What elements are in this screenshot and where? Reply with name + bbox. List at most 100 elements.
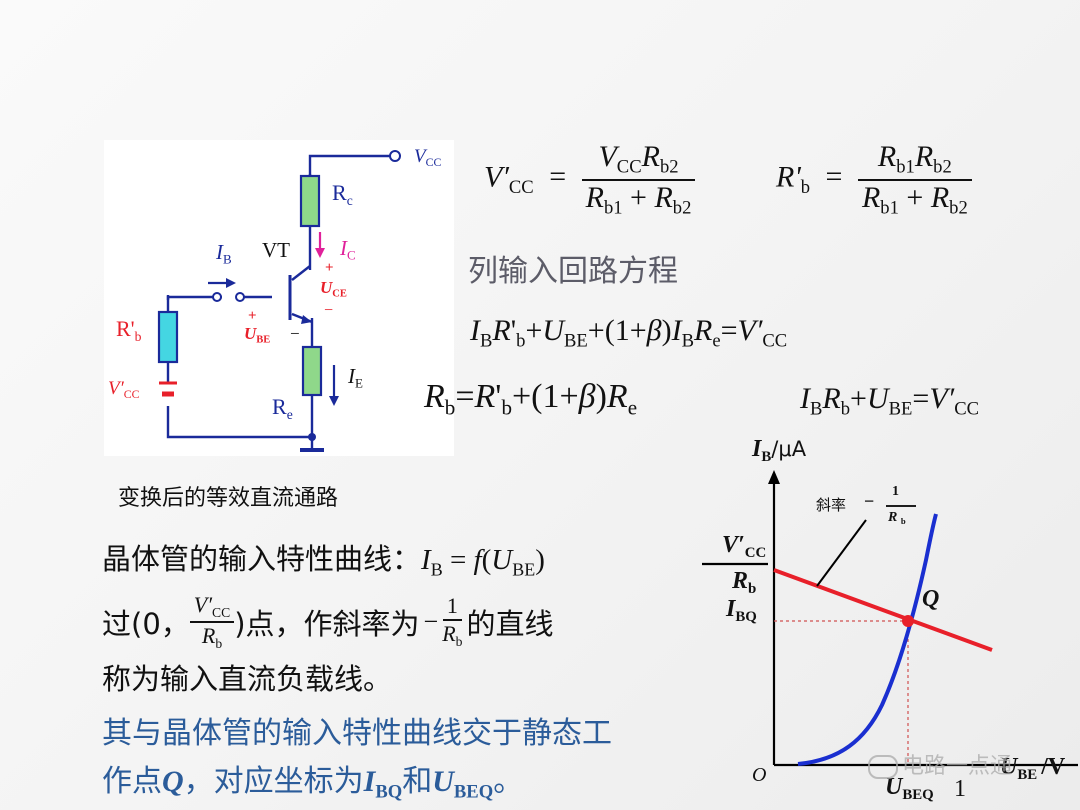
equation-token: β — [646, 314, 662, 347]
equation-token: R — [424, 378, 445, 415]
ube-label: UBE — [244, 324, 271, 346]
equation-token: B — [681, 330, 694, 352]
equation-rb: Rb=R'b+(1+β)Re — [424, 378, 637, 420]
ubeq-label: UBEQ — [885, 774, 934, 804]
equation-token: I — [470, 314, 480, 347]
text-line-4: 其与晶体管的输入特性曲线交于静态工 — [102, 716, 612, 751]
equation-token: U — [491, 544, 513, 576]
equation-token: R — [492, 314, 511, 347]
vcc-source-label: V′CC — [108, 378, 140, 402]
equation-token: +(1+ — [587, 314, 647, 347]
equation-token: = — [455, 378, 475, 415]
ie-label: IE — [348, 364, 363, 391]
equation-token: U — [542, 314, 565, 347]
ground-node — [308, 433, 316, 441]
q-point — [902, 615, 914, 627]
ic-label: IC — [340, 236, 356, 263]
ie-arrow-icon — [329, 365, 339, 406]
uce-plus: + — [325, 260, 334, 276]
equation-token: ) — [595, 378, 607, 415]
equation-token: ( — [481, 544, 492, 576]
equation-token: b — [444, 395, 456, 420]
vt-label: VT — [262, 238, 290, 262]
equation-token: BE — [512, 559, 536, 580]
text-line-3: 称为输入直流负载线。 — [102, 662, 393, 696]
equation-token: BE — [564, 330, 588, 352]
slope-numerator: 1 — [892, 484, 899, 499]
equation-token: ) — [661, 314, 672, 347]
rb-resistor — [157, 310, 179, 364]
slope-pointer-line — [816, 519, 867, 587]
equation-token: R — [606, 378, 628, 415]
vcc-terminal — [389, 150, 401, 162]
equation-token: B — [430, 559, 443, 580]
equation-token: R — [474, 378, 496, 415]
equation-token: CC — [762, 330, 788, 352]
equation-token: V′ — [929, 382, 955, 415]
equation-token: e — [712, 330, 721, 352]
equation-token: R — [822, 382, 841, 415]
equation-token: f — [473, 544, 482, 576]
rc-resistor — [299, 174, 321, 228]
equation-token: = — [912, 382, 930, 415]
equation-token: b — [501, 395, 512, 420]
wechat-icon — [868, 755, 898, 779]
equation-token: = — [442, 544, 474, 576]
tick-label-one: 1 — [954, 776, 966, 802]
origin-label: O — [752, 764, 767, 786]
equation-token: I — [800, 382, 810, 415]
circuit-caption: 变换后的等效直流通路 — [118, 486, 339, 511]
uce-label: UCE — [320, 278, 347, 300]
input-characteristic-curve — [797, 513, 938, 766]
ube-minus: − — [290, 324, 300, 343]
uce-minus: − — [324, 302, 334, 319]
equation-token: e — [627, 395, 638, 420]
circuit-diagram-panel: VCC Rc VT IB IC + UCE − + UBE − R'b V′CC… — [104, 140, 454, 456]
intercept-numerator: V′CC — [722, 532, 767, 562]
equation-token: U — [866, 382, 889, 415]
y-axis-arrow-icon — [768, 470, 780, 484]
ib-terminal-right — [235, 292, 245, 302]
equation-token: I — [421, 544, 431, 576]
equation-token: ' — [510, 314, 517, 347]
vcc-label: VCC — [414, 146, 442, 170]
text-line-5: 作点Q，对应坐标为IBQ和UBEQ。 — [102, 764, 524, 803]
watermark: 电路一点通 — [868, 748, 1012, 780]
input-characteristic-graph — [702, 470, 1078, 767]
equation-token: + — [850, 382, 867, 415]
ic-arrow-icon — [315, 232, 325, 258]
equation-token: V′ — [737, 314, 763, 347]
inline-fraction-one-rb: 1 Rb — [442, 593, 463, 650]
equation-token: B — [480, 330, 493, 352]
y-axis-label: IB/μA — [752, 436, 807, 466]
q-label: Q — [922, 586, 940, 612]
slope-negative-sign: − — [864, 491, 875, 511]
rb-label: R'b — [116, 316, 142, 344]
equation-token: B — [810, 398, 823, 420]
inline-fraction-vcc-rb: V′CC Rb — [189, 592, 235, 652]
formula-rb-prime: R'b = Rb1Rb2 Rb1 + Rb2 — [776, 140, 972, 219]
dc-load-line — [773, 568, 993, 652]
equation-token: β — [578, 378, 596, 415]
re-resistor — [301, 345, 323, 397]
equation-token: + — [525, 314, 543, 347]
equation-token: ) — [535, 544, 545, 576]
ib-arrow-icon — [208, 278, 236, 288]
slope-denominator: R b — [888, 510, 906, 527]
formula-vcc-prime: V′CC = VCCRb2 Rb1 + Rb2 — [484, 140, 696, 219]
equation-token: +(1+ — [511, 378, 579, 415]
equation-token: R — [693, 314, 713, 347]
equation-ib-rb: IBRb+UBE=V′CC — [800, 382, 979, 421]
equation-token: I — [671, 314, 682, 347]
ib-label: IB — [216, 240, 232, 267]
equation-token: = — [720, 314, 738, 347]
equation-input-loop: IBR'b+UBE+(1+β)IBRe=V′CC — [470, 314, 787, 353]
equation-token: CC — [954, 398, 980, 420]
x-axis-label: UBE/V — [1000, 754, 1066, 784]
intercept-denominator: Rb — [732, 568, 757, 598]
slope-label: 斜率 — [816, 496, 847, 514]
inline-formula-ib-f: IB = f(UBE) — [421, 544, 545, 580]
heading-input-loop: 列输入回路方程 — [468, 254, 678, 289]
re-label: Re — [272, 394, 293, 422]
ube-plus: + — [248, 308, 257, 324]
